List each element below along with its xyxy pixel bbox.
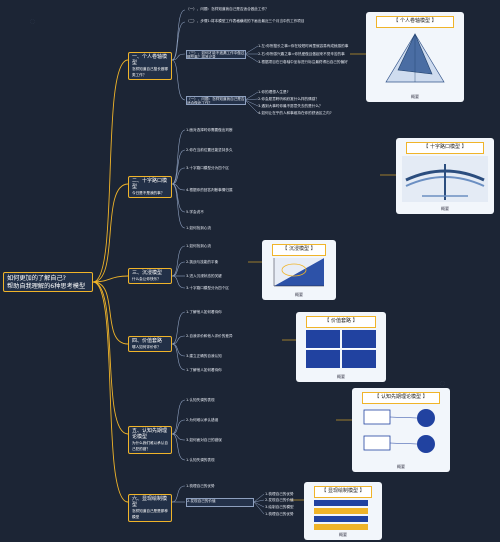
leaf[interactable]: 3.十字路口模型分为四个区: [186, 166, 229, 170]
branch-title: 四、价值套路: [132, 338, 163, 344]
branch-title: 六、显现绘制模型: [132, 496, 168, 508]
value-matrix: [306, 330, 376, 368]
card-footer: 概要: [411, 94, 419, 99]
card-value: 【 价值套路 】 概要: [296, 312, 386, 382]
root-topic[interactable]: 如何更加的了解自己? 帮助自我理解的6种思考模型: [3, 272, 93, 292]
card-footer: 概要: [339, 532, 347, 537]
leaf[interactable]: 4.根据你的回答判断事情归属: [186, 188, 233, 192]
cognitive-diagram: [363, 409, 435, 453]
branch-title: 二、十字路口模型: [132, 178, 168, 190]
card-title: 【 个人卷轴模型 】: [376, 16, 454, 28]
root-line-1: 如何更加的了解自己?: [7, 275, 66, 282]
leaf[interactable]: 3.建立正确的自我认知: [186, 354, 222, 358]
flow-diagram: [273, 258, 324, 287]
leaf[interactable]: 3.根据项目在已卷轴中坐标进行标注最终得出自己的偏好: [258, 60, 348, 64]
card-cognitive: 【 认知先期理论模型 】 概要: [352, 388, 450, 472]
branch-subtitle: 什么会让你快乐？: [132, 277, 161, 281]
leaf[interactable]: 1.了解他人如何看待你: [186, 310, 222, 314]
leaf[interactable]: 1.如何找到心流: [186, 244, 211, 248]
leaf[interactable]: 2.发现自己的价值: [186, 498, 254, 507]
leaf[interactable]: 1.梳理自己的优势: [186, 484, 215, 488]
card-title: 【 沉浸模型 】: [272, 244, 326, 256]
leaf[interactable]: 2.为何难以承认错误: [186, 418, 219, 422]
root-line-2: 帮助自我理解的6种思考模型: [7, 283, 86, 290]
card-display: 【 显现绘制模型 】 概要: [304, 482, 382, 540]
leaf[interactable]: 1.梳理自己的优势: [265, 512, 294, 516]
card-footer: 概要: [397, 464, 405, 469]
branch-subtitle: 怎样知道自己擅长做哪类工作？: [132, 67, 168, 77]
leaf[interactable]: 3.进入沉浸状态的关键: [186, 274, 222, 278]
leaf[interactable]: 2.自我评价和他人评价的差异: [186, 334, 233, 338]
branch-subtitle: 哪人如何评价你？: [132, 345, 161, 349]
branch-title: 一、个人卷轴模型: [132, 54, 168, 66]
leaf[interactable]: 4.如何让在乎的人和事维持在你的舒适区之内?: [258, 111, 332, 115]
crossroad-diagram: [402, 156, 488, 202]
branch-display[interactable]: 六、显现绘制模型 怎样知道自己是是那种模型: [128, 494, 172, 522]
leaf[interactable]: 2.你会愿意聆听和欣赏什么样的情感？: [258, 97, 319, 101]
card-footer: 概要: [441, 206, 449, 211]
leaf[interactable]: 2.挑战与技能的平衡: [186, 260, 219, 264]
branch-cognitive[interactable]: 五、认知先期理论模型 为什么我们难以承认自己犯的错？: [128, 426, 172, 454]
card-title: 【 认知先期理论模型 】: [362, 392, 440, 404]
leaf[interactable]: 3.十字路口模型分为四个区: [186, 286, 229, 290]
leaf[interactable]: （二）、步骤1:将本模型工作表格横线的下画出最近三个月当中的工作项目: [186, 19, 305, 23]
card-title: 【 十字路口模型 】: [406, 142, 484, 154]
leaf[interactable]: 3.绘制自己的模型: [265, 505, 294, 509]
branch-immersion[interactable]: 三、沉浸模型 什么会让你快乐？: [128, 268, 172, 284]
branch-subtitle: 怎样知道自己是是那种模型: [132, 509, 168, 519]
leaf[interactable]: 1.左:你所擅长之事=你在较短时间里就容易有成就感的事: [258, 44, 349, 48]
leaf[interactable]: 1.如何找到心流: [186, 226, 211, 230]
leaf[interactable]: （一）、问题：怎样知道我自己是否适合做此工作？: [186, 96, 246, 105]
branch-value[interactable]: 四、价值套路 哪人如何评价你？: [128, 336, 172, 352]
branch-subtitle: 今日是不是我的事？: [132, 191, 165, 195]
card-crossroad: 【 十字路口模型 】 概要: [396, 138, 494, 214]
leaf[interactable]: 2.发现自己的价值: [265, 498, 294, 502]
leaf[interactable]: 1.了解他人如何看待你: [186, 368, 222, 372]
card-title: 【 显现绘制模型 】: [314, 486, 372, 498]
leaf[interactable]: （三）、如何才能不遗漏工作中做过哪些事？将其记录: [186, 50, 246, 59]
leaf[interactable]: 1.认知失调的表现: [186, 458, 215, 462]
display-bars: [314, 500, 368, 530]
leaf[interactable]: （一）、问题：怎样知道我自己是否适合做此工作？: [186, 7, 269, 11]
branch-subtitle: 为什么我们难以承认自己犯的错？: [132, 441, 168, 451]
leaf[interactable]: 3.遇到大事时你最不愿意失去的是什么？: [258, 104, 323, 108]
leaf[interactable]: 2.右:你所感兴趣之事=你热爱做且做起来不觉辛苦的事: [258, 52, 345, 56]
leaf[interactable]: 1.面对选择时你需要做出判断: [186, 128, 233, 132]
pyramid-diagram: [385, 33, 445, 83]
leaf[interactable]: 1.梳理自己的优势: [265, 492, 294, 496]
branch-personal-scroll[interactable]: 一、个人卷轴模型 怎样知道自己擅长做哪类工作？: [128, 52, 172, 80]
card-immersion: 【 沉浸模型 】 概要: [262, 240, 336, 300]
card-personal-scroll: 【 个人卷轴模型 】 概要: [366, 12, 464, 102]
leaf[interactable]: 2.你在当前位置还能坚持多久: [186, 148, 233, 152]
branch-crossroad[interactable]: 二、十字路口模型 今日是不是我的事？: [128, 176, 172, 198]
card-footer: 概要: [295, 292, 303, 297]
leaf[interactable]: 1.认知失调的表现: [186, 398, 215, 402]
leaf[interactable]: 3.如何面对自己的错误: [186, 438, 222, 442]
leaf[interactable]: 1.你的理想人生是?: [258, 90, 289, 94]
branch-title: 三、沉浸模型: [132, 270, 163, 276]
card-footer: 概要: [337, 374, 345, 379]
leaf[interactable]: 5.学会说不: [186, 210, 204, 214]
branch-title: 五、认知先期理论模型: [132, 428, 168, 440]
card-title: 【 价值套路 】: [306, 316, 376, 328]
